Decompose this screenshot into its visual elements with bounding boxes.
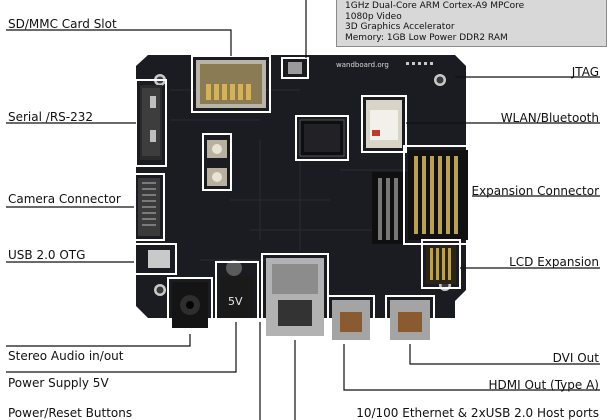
label-jtag: JTAG — [571, 65, 599, 79]
label-serial: Serial /RS-232 — [8, 110, 94, 124]
sd-card-slot — [196, 60, 266, 108]
processor-chip — [299, 119, 345, 157]
power-reset-buttons — [207, 140, 227, 186]
wlan-module — [366, 100, 402, 148]
label-expansion: Expansion Connector — [471, 184, 600, 198]
camera-connector — [138, 178, 160, 236]
label-ethernet: 10/100 Ethernet & 2xUSB 2.0 Host ports — [356, 406, 599, 420]
expansion-connector — [408, 150, 468, 240]
label-power: Power Supply 5V — [8, 376, 109, 390]
jtag-header — [406, 62, 433, 65]
power-jack-marking: 5V — [228, 295, 243, 308]
board-logo-text: wandboard.org — [336, 61, 389, 69]
lcd-expansion-connector — [426, 244, 456, 284]
hdmi-port — [332, 300, 370, 340]
label-buttons: Power/Reset Buttons — [8, 406, 133, 420]
audio-jack — [172, 282, 208, 328]
usb-otg-port — [148, 250, 170, 268]
ethernet-usb-port — [266, 258, 324, 336]
label-camera: Camera Connector — [8, 192, 121, 206]
top-small-component — [288, 62, 302, 74]
power-jack: 5V — [220, 260, 254, 318]
label-hdmi: HDMI Out (Type A) — [488, 378, 600, 392]
dvi-port — [390, 300, 430, 340]
label-dvi: DVI Out — [552, 351, 599, 365]
spec-line-video: 1080p Video — [345, 11, 402, 22]
spec-line-graphics: 3D Graphics Accelerator — [345, 22, 455, 32]
serial-header — [140, 85, 162, 160]
label-audio: Stereo Audio in/out — [8, 349, 124, 363]
label-lcd: LCD Expansion — [509, 255, 599, 269]
spec-line-memory: Memory: 1GB Low Power DDR2 RAM — [345, 32, 508, 43]
processor-spec-box: 1GHz Dual-Core ARM Cortex-A9 MPCore 1080… — [336, 0, 607, 47]
callout-lines — [6, 0, 600, 420]
label-usb-otg: USB 2.0 OTG — [8, 248, 86, 262]
label-wlan: WLAN/Bluetooth — [500, 111, 599, 125]
spec-line-cpu: 1GHz Dual-Core ARM Cortex-A9 MPCore — [345, 1, 525, 11]
label-sd-card: SD/MMC Card Slot — [8, 17, 117, 31]
middle-header — [372, 172, 406, 244]
